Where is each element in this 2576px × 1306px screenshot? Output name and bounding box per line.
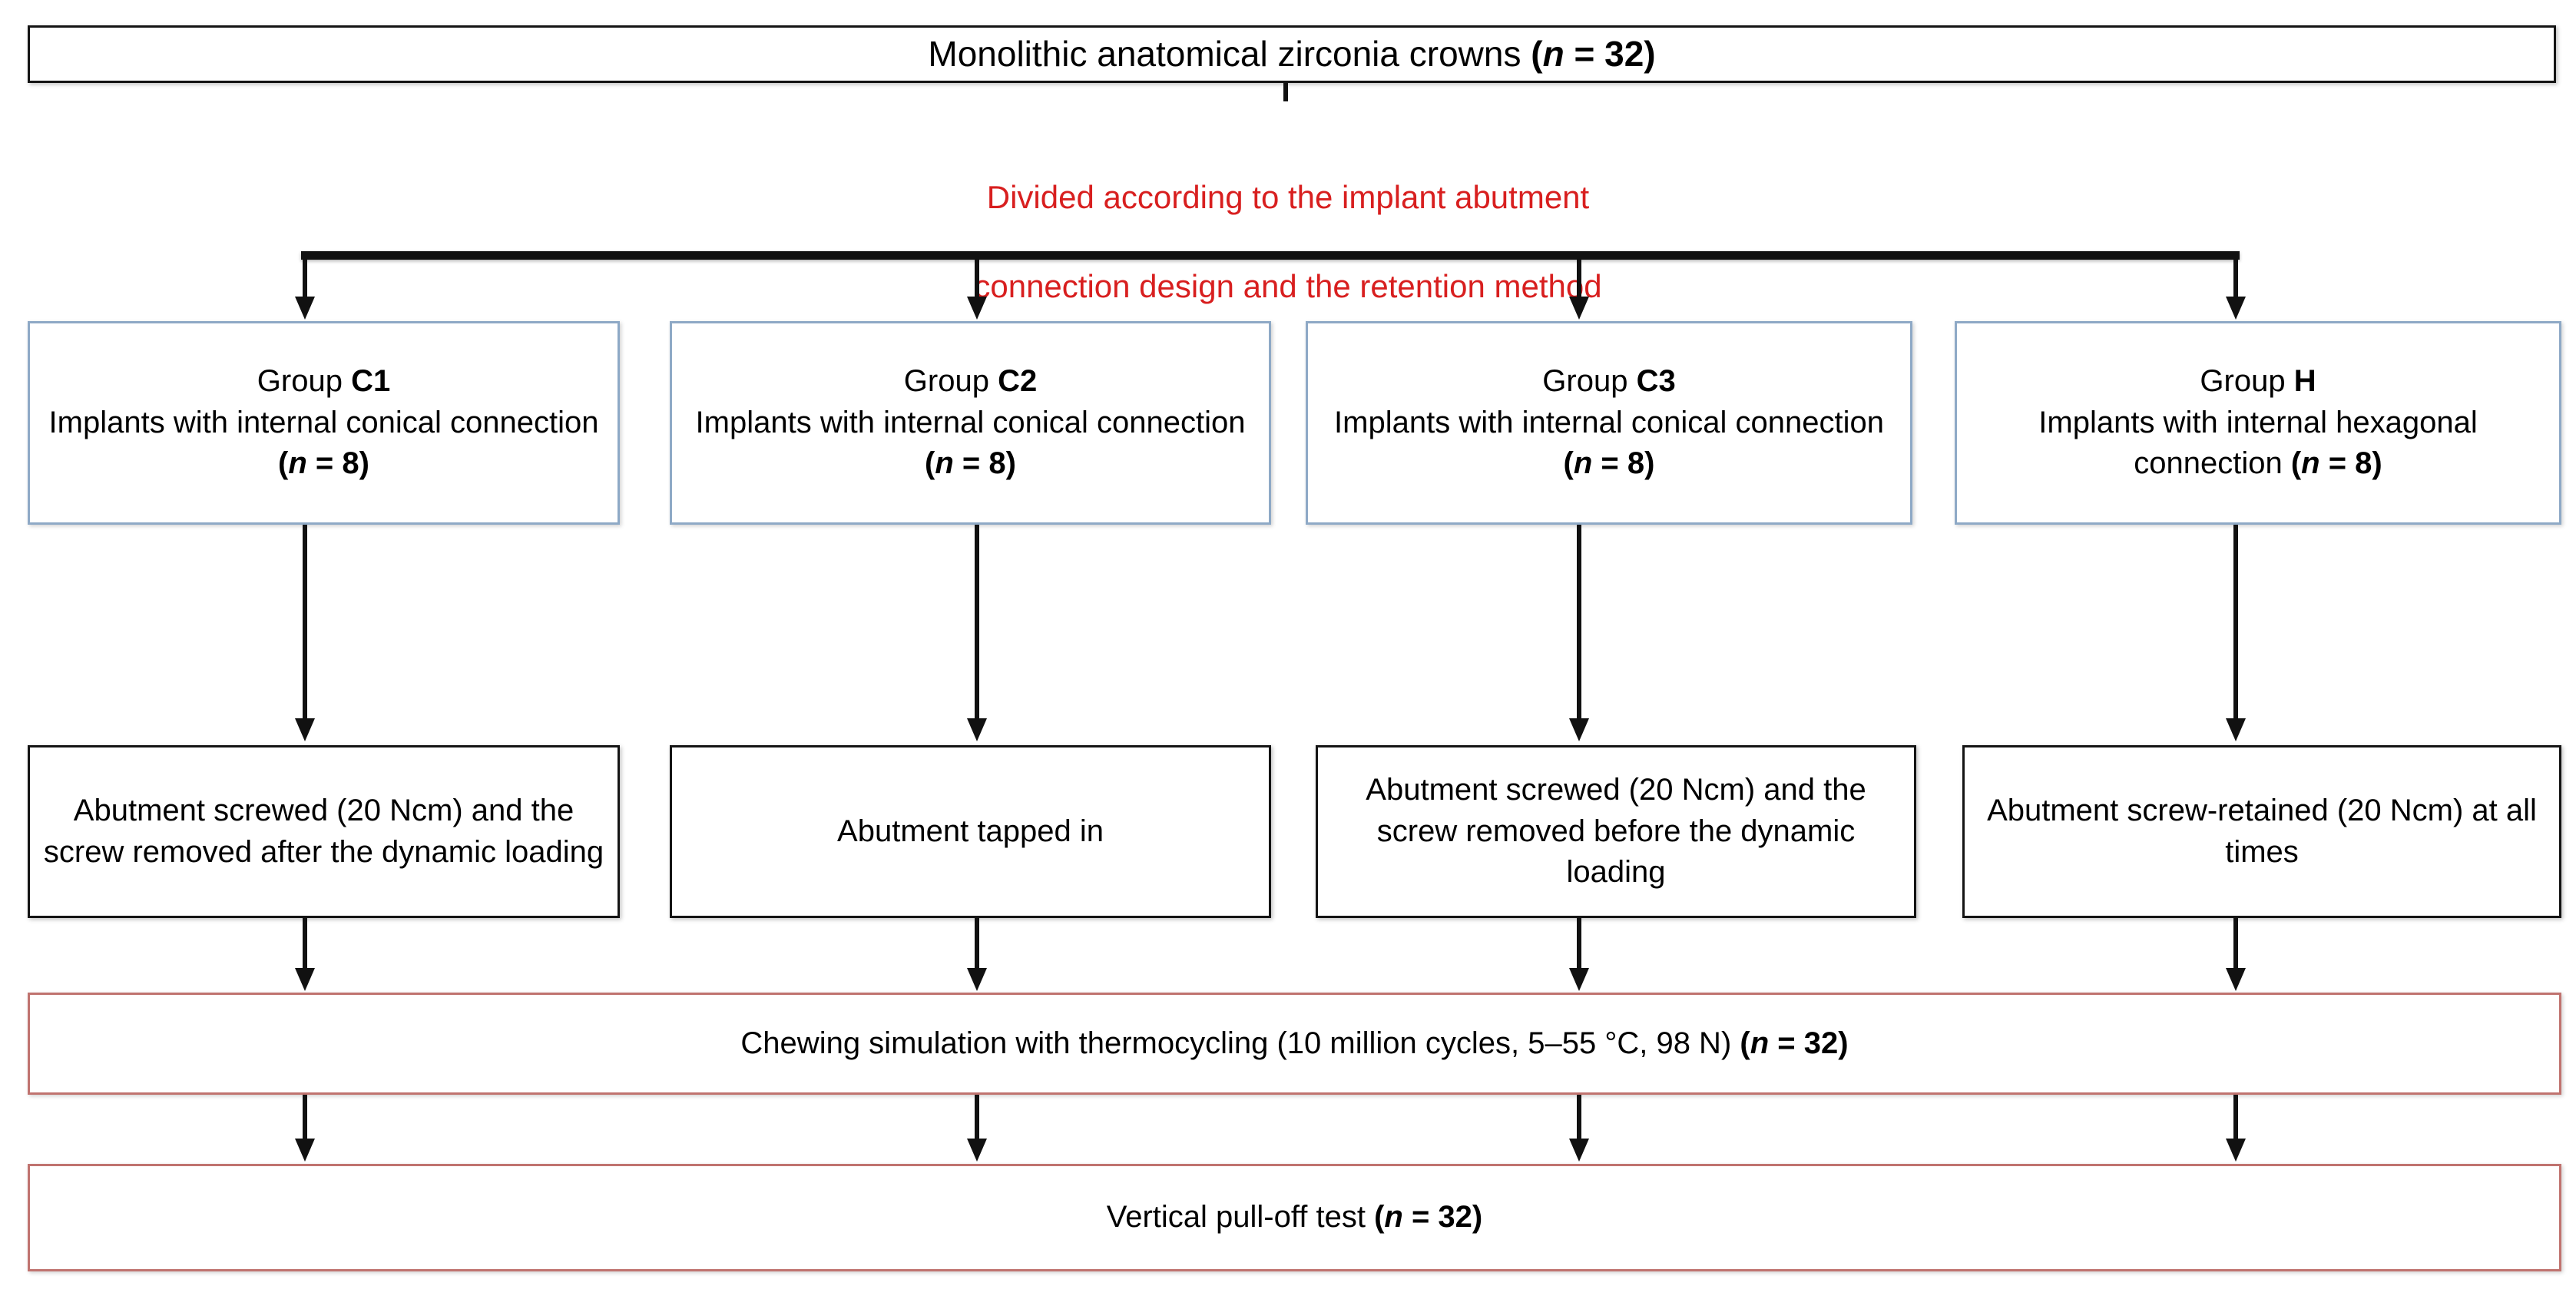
- arrowhead-pulloff-1: [295, 1139, 315, 1162]
- arrowhead-chewing-2: [967, 968, 987, 991]
- title-box-text: Monolithic anatomical zirconia crowns (n…: [928, 33, 1656, 74]
- treatment-box-c3-text: Abutment screwed (20 Ncm) and the screw …: [1366, 773, 1866, 890]
- connector-group2-to-treatment2: [975, 525, 979, 721]
- arrowhead-chewing-4: [2226, 968, 2246, 991]
- treatment-box-h-text: Abutment screw-retained (20 Ncm) at all …: [1987, 793, 2537, 869]
- treatment-box-c1: Abutment screwed (20 Ncm) and the screw …: [28, 745, 620, 918]
- arrowhead-branch-4: [2226, 297, 2246, 320]
- arrowhead-pulloff-4: [2226, 1139, 2246, 1162]
- connector-group1-to-treatment1: [303, 525, 307, 721]
- chewing-simulation-text: Chewing simulation with thermocycling (1…: [740, 1026, 1849, 1060]
- arrowhead-pulloff-2: [967, 1139, 987, 1162]
- connector-chewing-to-pulloff-4: [2233, 1095, 2238, 1141]
- arrowhead-branch-1: [295, 297, 315, 320]
- arrowhead-chewing-1: [295, 968, 315, 991]
- connector-branch-2: [975, 254, 979, 300]
- connector-treatment1-to-chewing: [303, 918, 307, 970]
- arrowhead-branch-2: [967, 297, 987, 320]
- connector-branch-4: [2233, 254, 2238, 300]
- arrowhead-chewing-3: [1569, 968, 1589, 991]
- divider-note-line-2: connection design and the retention meth…: [974, 267, 1602, 304]
- connector-branch-bus: [301, 251, 2240, 260]
- connector-treatment2-to-chewing: [975, 918, 979, 970]
- connector-chewing-to-pulloff-1: [303, 1095, 307, 1141]
- connector-title-stub: [1283, 83, 1288, 101]
- connector-group4-to-treatment4: [2233, 525, 2238, 721]
- treatment-box-h: Abutment screw-retained (20 Ncm) at all …: [1962, 745, 2561, 918]
- connector-branch-1: [303, 254, 307, 300]
- connector-treatment3-to-chewing: [1577, 918, 1581, 970]
- pulloff-test-text: Vertical pull-off test (n = 32): [1106, 1200, 1483, 1235]
- treatment-box-c2: Abutment tapped in: [670, 745, 1271, 918]
- arrowhead-pulloff-3: [1569, 1139, 1589, 1162]
- divider-note-line-1: Divided according to the implant abutmen…: [986, 178, 1590, 215]
- pulloff-test-box: Vertical pull-off test (n = 32): [28, 1164, 2561, 1271]
- title-box: Monolithic anatomical zirconia crowns (n…: [28, 25, 2556, 83]
- treatment-box-c1-text: Abutment screwed (20 Ncm) and the screw …: [43, 793, 604, 869]
- connector-chewing-to-pulloff-2: [975, 1095, 979, 1141]
- arrowhead-treatment-3: [1569, 718, 1589, 741]
- treatment-box-c2-text: Abutment tapped in: [837, 814, 1104, 848]
- arrowhead-treatment-1: [295, 718, 315, 741]
- arrowhead-treatment-4: [2226, 718, 2246, 741]
- arrowhead-branch-3: [1569, 297, 1589, 320]
- connector-chewing-to-pulloff-3: [1577, 1095, 1581, 1141]
- connector-treatment4-to-chewing: [2233, 918, 2238, 970]
- treatment-box-c3: Abutment screwed (20 Ncm) and the screw …: [1316, 745, 1916, 918]
- divider-note: Divided according to the implant abutmen…: [750, 131, 1826, 353]
- arrowhead-treatment-2: [967, 718, 987, 741]
- connector-group3-to-treatment3: [1577, 525, 1581, 721]
- chewing-simulation-box: Chewing simulation with thermocycling (1…: [28, 993, 2561, 1095]
- connector-branch-3: [1577, 254, 1581, 300]
